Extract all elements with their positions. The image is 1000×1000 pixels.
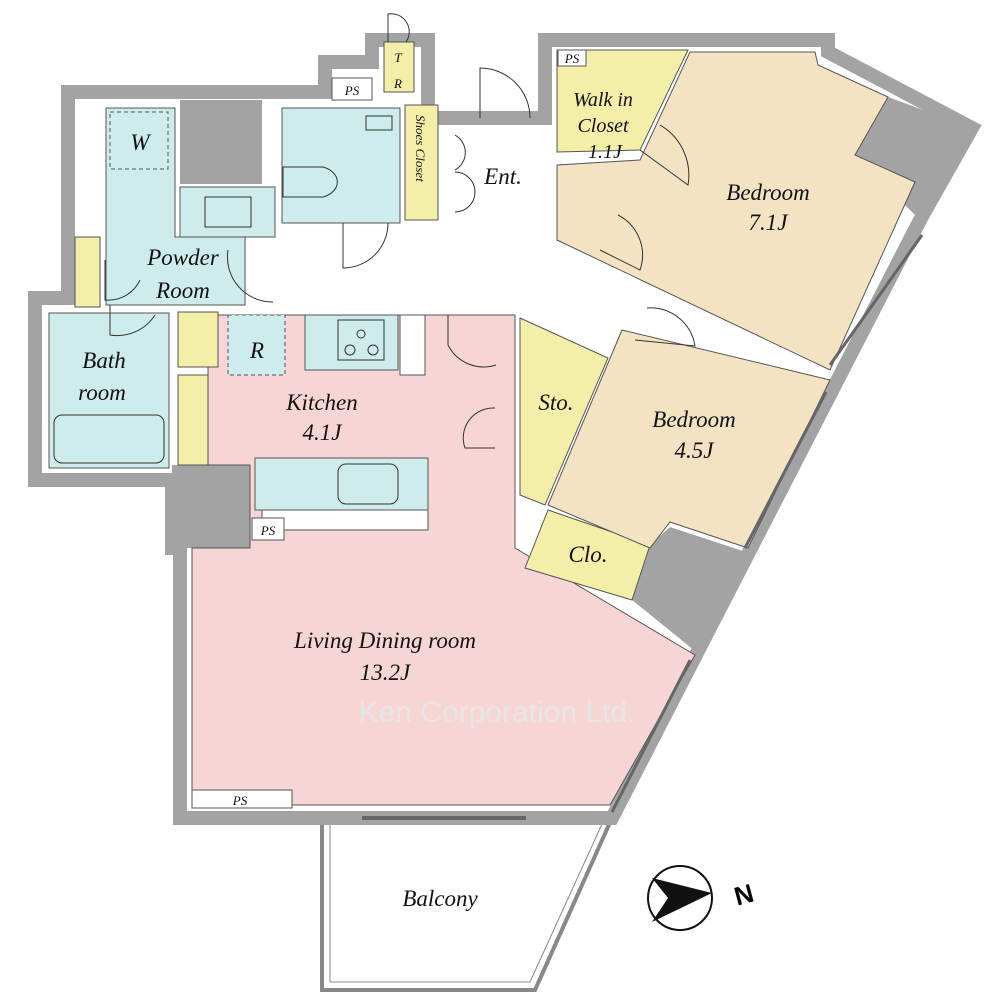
shoes-closet <box>404 104 439 221</box>
door-swings <box>104 13 696 449</box>
ps-label: PS <box>344 83 360 98</box>
bedroom2-size: 4.5J <box>675 438 716 463</box>
washer-space <box>109 111 169 170</box>
bathroom <box>48 312 170 469</box>
walk-in-closet-label: Closet <box>577 115 629 137</box>
walk-in-closet-size: 1.1J <box>588 141 623 163</box>
kitchen-island <box>254 457 429 511</box>
bedroom1-size: 7.1J <box>749 210 790 235</box>
washbasin <box>179 186 276 238</box>
toilet-room <box>281 107 401 224</box>
bathroom-label: room <box>78 380 126 405</box>
watermark: Ken Corporation Ltd. <box>359 696 636 729</box>
bathroom-label: Bath <box>82 348 125 373</box>
fridge-space <box>227 314 286 376</box>
fridge-label: R <box>249 338 264 363</box>
kitchen-size: 4.1J <box>303 420 344 445</box>
compass-north-label: N <box>731 878 757 912</box>
living-label: Living Dining room <box>293 628 476 653</box>
bedroom2-label: Bedroom <box>652 407 735 432</box>
balcony-label: Balcony <box>402 886 478 911</box>
bedroom-4-5j <box>547 329 831 549</box>
bathtub-icon <box>53 414 165 464</box>
trunk-room-label: R <box>393 76 402 91</box>
wall-block <box>180 100 262 184</box>
trunk-room-label: T <box>394 50 402 65</box>
stove-counter <box>304 314 399 371</box>
trunk-room <box>383 41 415 93</box>
sink-icon <box>337 463 399 505</box>
ps-label: PS <box>260 523 276 538</box>
washer-label: W <box>130 130 151 155</box>
toilet-icon <box>282 166 338 198</box>
ps-label: PS <box>232 793 248 808</box>
shoes-closet-label: Shoes Closet <box>413 115 428 182</box>
powder-room-label: Powder <box>146 245 220 270</box>
storage <box>519 317 609 506</box>
wall-block <box>855 97 972 220</box>
compass-icon <box>647 865 713 931</box>
stove-icon <box>337 319 385 361</box>
kitchen-label: Kitchen <box>285 390 358 415</box>
walk-in-closet-label: Walk in <box>573 89 633 111</box>
powder-room-label: Room <box>155 278 210 303</box>
bedroom1-label: Bedroom <box>726 180 809 205</box>
entrance-label: Ent. <box>483 164 522 189</box>
wall-block <box>632 527 755 655</box>
ps-label: PS <box>564 51 580 66</box>
closet-label: Clo. <box>569 542 608 567</box>
living-size: 13.2J <box>360 660 412 685</box>
storage-label: Sto. <box>538 390 573 415</box>
wall-block <box>172 465 250 548</box>
bedroom-7-1j <box>556 51 916 371</box>
